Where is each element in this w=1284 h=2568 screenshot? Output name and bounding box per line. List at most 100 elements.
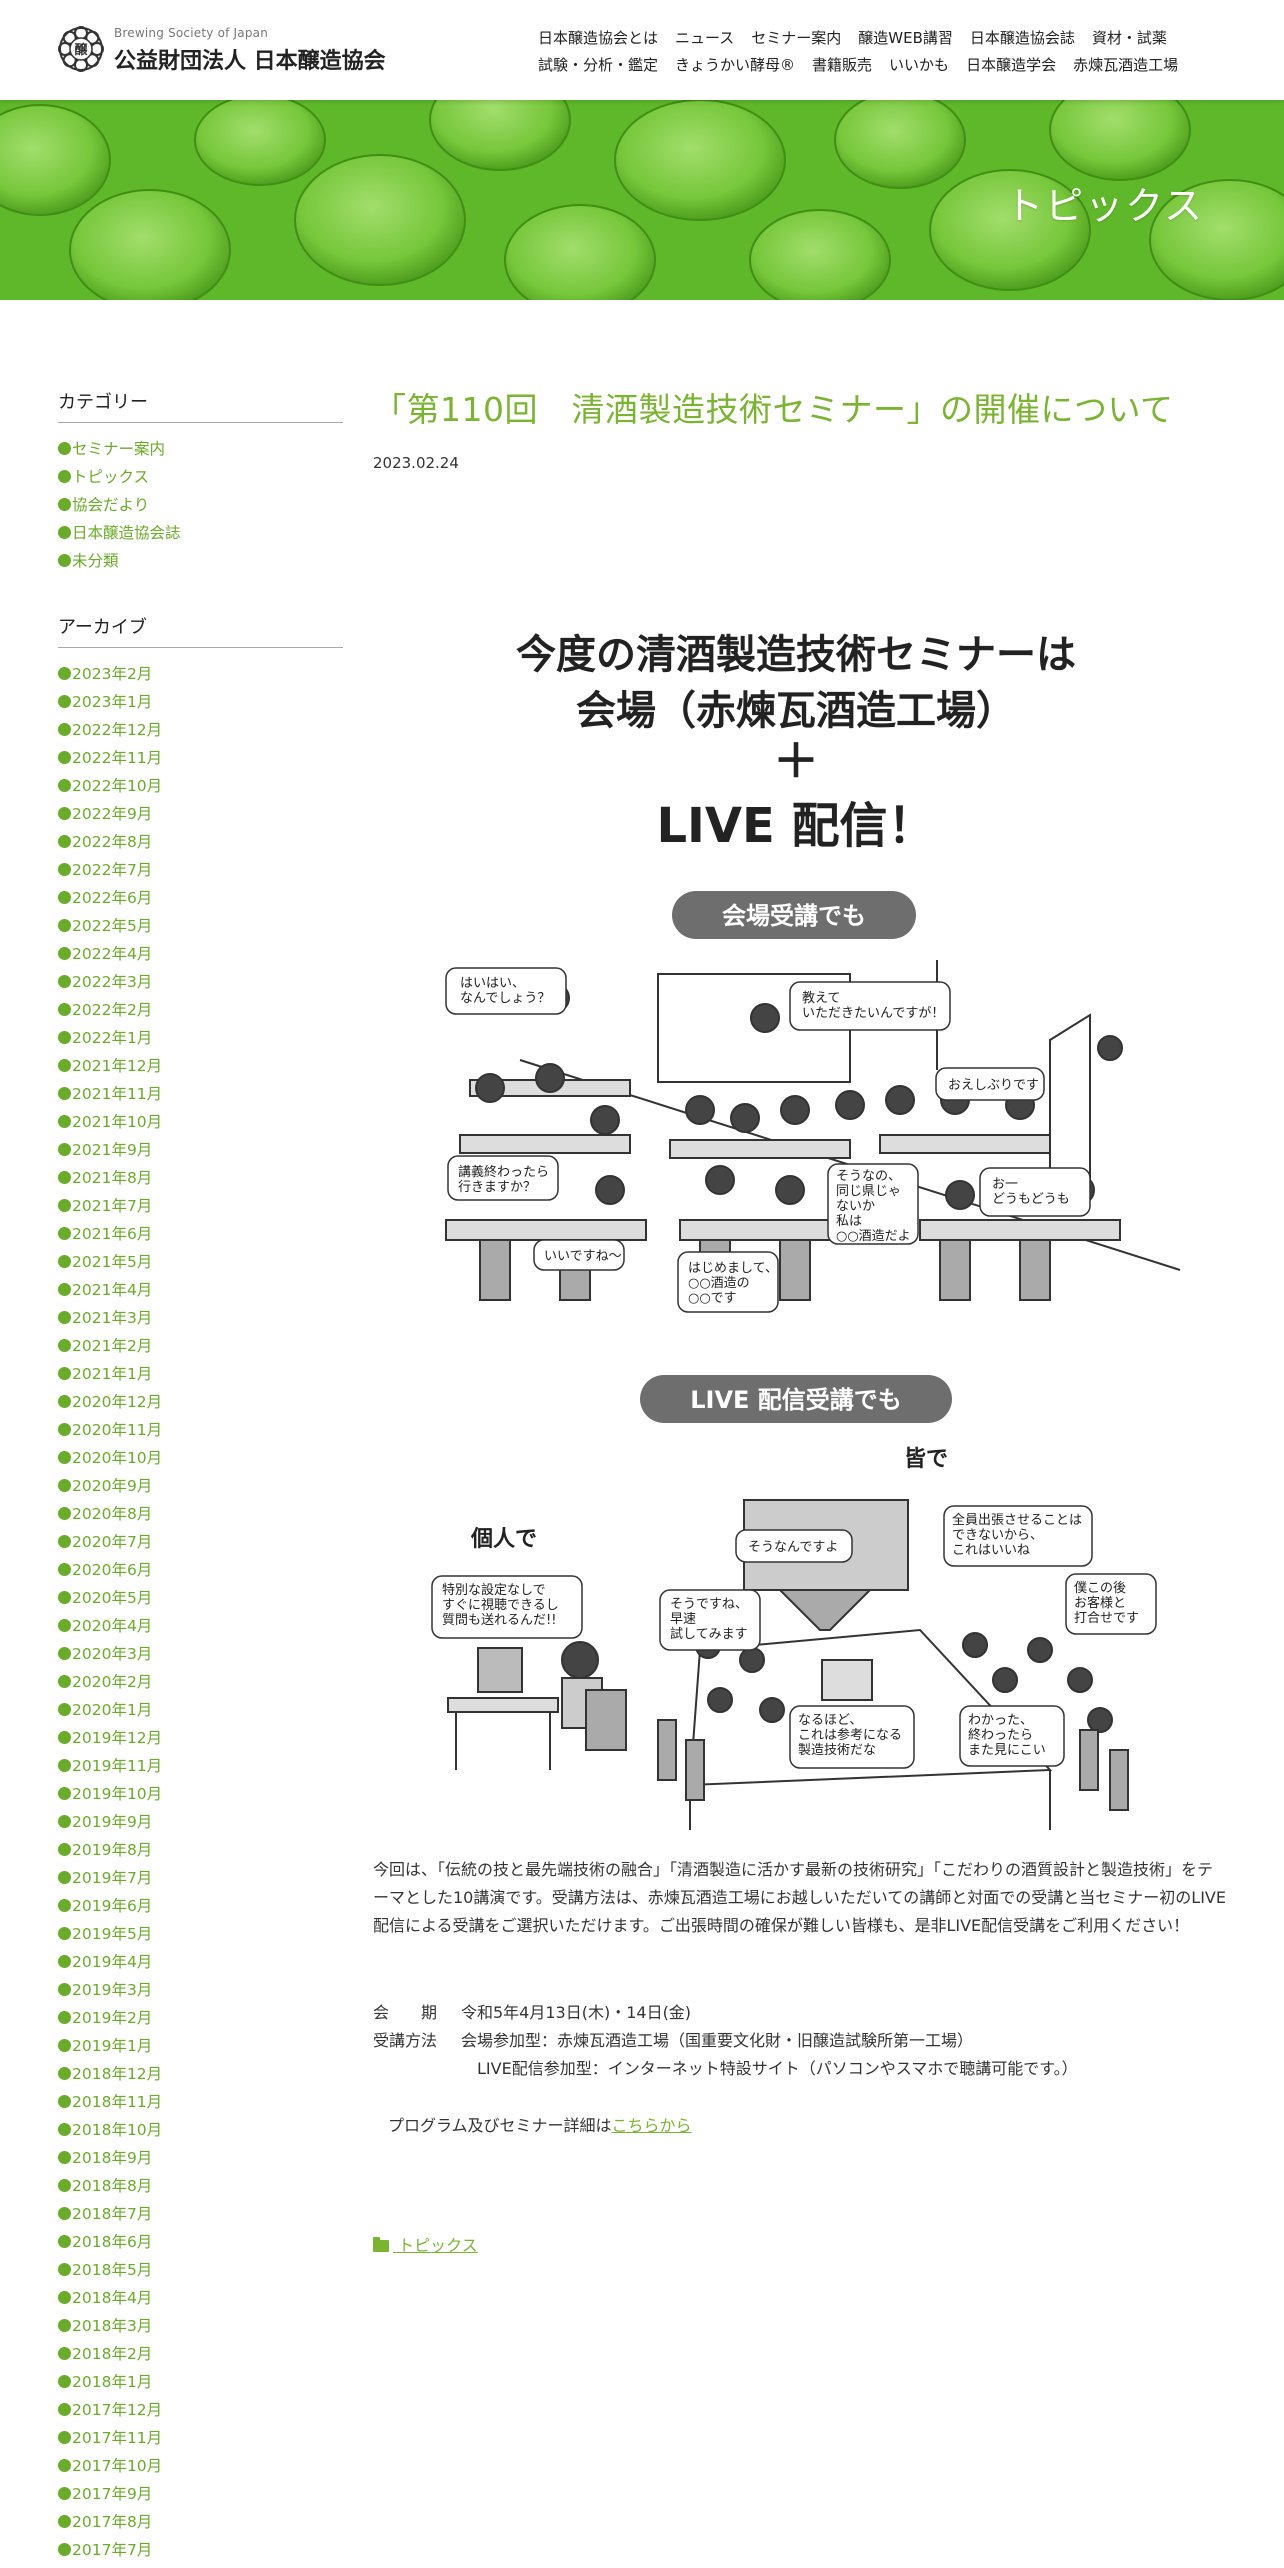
archive-link[interactable]: 2022年10月 — [72, 777, 163, 795]
archive-link[interactable]: 2022年7月 — [72, 861, 153, 879]
archive-item[interactable]: 2018年5月 — [58, 2256, 343, 2284]
archive-link[interactable]: 2019年3月 — [72, 1981, 153, 1999]
archive-item[interactable]: 2023年1月 — [58, 688, 343, 716]
archive-item[interactable]: 2018年3月 — [58, 2312, 343, 2340]
archive-link[interactable]: 2022年3月 — [72, 973, 153, 991]
archive-item[interactable]: 2018年6月 — [58, 2228, 343, 2256]
archive-link[interactable]: 2019年12月 — [72, 1729, 163, 1747]
archive-item[interactable]: 2022年5月 — [58, 912, 343, 940]
archive-link[interactable]: 2017年12月 — [72, 2401, 163, 2419]
archive-link[interactable]: 2019年9月 — [72, 1813, 153, 1831]
site-logo[interactable]: 醸 Brewing Society of Japan 公益財団法人 日本醸造協会 — [56, 24, 436, 80]
archive-item[interactable]: 2018年9月 — [58, 2144, 343, 2172]
archive-link[interactable]: 2021年8月 — [72, 1169, 153, 1187]
category-item[interactable]: 協会だより — [58, 491, 343, 519]
archive-link[interactable]: 2021年5月 — [72, 1253, 153, 1271]
archive-item[interactable]: 2020年6月 — [58, 1556, 343, 1584]
archive-link[interactable]: 2019年1月 — [72, 2037, 153, 2055]
archive-link[interactable]: 2020年9月 — [72, 1477, 153, 1495]
archive-link[interactable]: 2022年11月 — [72, 749, 163, 767]
archive-link[interactable]: 2023年2月 — [72, 665, 153, 683]
archive-link[interactable]: 2018年6月 — [72, 2233, 153, 2251]
archive-link[interactable]: 2020年2月 — [72, 1673, 153, 1691]
archive-item[interactable]: 2019年7月 — [58, 1864, 343, 1892]
archive-item[interactable]: 2022年8月 — [58, 828, 343, 856]
nav-news[interactable]: ニュース — [675, 29, 735, 47]
archive-item[interactable]: 2017年8月 — [58, 2508, 343, 2536]
nav-books[interactable]: 書籍販売 — [812, 56, 873, 74]
nav-web-course[interactable]: 醸造WEB講習 — [858, 29, 953, 47]
archive-link[interactable]: 2021年9月 — [72, 1141, 153, 1159]
archive-item[interactable]: 2022年11月 — [58, 744, 343, 772]
archive-item[interactable]: 2018年8月 — [58, 2172, 343, 2200]
archive-link[interactable]: 2018年10月 — [72, 2121, 163, 2139]
nav-journal[interactable]: 日本醸造協会誌 — [969, 29, 1075, 47]
archive-item[interactable]: 2021年4月 — [58, 1276, 343, 1304]
archive-link[interactable]: 2018年5月 — [72, 2261, 153, 2279]
archive-link[interactable]: 2019年6月 — [72, 1897, 153, 1915]
archive-link[interactable]: 2020年11月 — [72, 1421, 163, 1439]
archive-link[interactable]: 2022年12月 — [72, 721, 163, 739]
archive-item[interactable]: 2020年4月 — [58, 1612, 343, 1640]
archive-link[interactable]: 2020年7月 — [72, 1533, 153, 1551]
nav-about[interactable]: 日本醸造協会とは — [538, 29, 659, 47]
category-item[interactable]: セミナー案内 — [58, 435, 343, 463]
archive-link[interactable]: 2018年12月 — [72, 2065, 163, 2083]
nav-analysis[interactable]: 試験・分析・鑑定 — [538, 56, 659, 74]
archive-link[interactable]: 2018年7月 — [72, 2205, 153, 2223]
program-detail-link[interactable]: こちらから — [611, 2116, 692, 2135]
archive-link[interactable]: 2022年5月 — [72, 917, 153, 935]
archive-item[interactable]: 2017年10月 — [58, 2452, 343, 2480]
archive-link[interactable]: 2021年12月 — [72, 1057, 163, 1075]
archive-item[interactable]: 2019年11月 — [58, 1752, 343, 1780]
archive-item[interactable]: 2017年12月 — [58, 2396, 343, 2424]
archive-item[interactable]: 2021年8月 — [58, 1164, 343, 1192]
archive-item[interactable]: 2018年12月 — [58, 2060, 343, 2088]
archive-item[interactable]: 2022年9月 — [58, 800, 343, 828]
archive-item[interactable]: 2022年12月 — [58, 716, 343, 744]
archive-item[interactable]: 2019年5月 — [58, 1920, 343, 1948]
archive-item[interactable]: 2021年2月 — [58, 1332, 343, 1360]
archive-item[interactable]: 2018年10月 — [58, 2116, 343, 2144]
archive-item[interactable]: 2017年11月 — [58, 2424, 343, 2452]
archive-item[interactable]: 2019年9月 — [58, 1808, 343, 1836]
archive-item[interactable]: 2018年11月 — [58, 2088, 343, 2116]
archive-link[interactable]: 2018年2月 — [72, 2345, 153, 2363]
archive-item[interactable]: 2017年9月 — [58, 2480, 343, 2508]
category-item[interactable]: 未分類 — [58, 547, 343, 575]
nav-yeast[interactable]: きょうかい酵母® — [675, 56, 796, 74]
archive-link[interactable]: 2021年3月 — [72, 1309, 153, 1327]
archive-item[interactable]: 2019年3月 — [58, 1976, 343, 2004]
archive-item[interactable]: 2018年2月 — [58, 2340, 343, 2368]
archive-link[interactable]: 2022年6月 — [72, 889, 153, 907]
archive-link[interactable]: 2018年8月 — [72, 2177, 153, 2195]
nav-iikamo[interactable]: いいかも — [889, 56, 950, 74]
archive-item[interactable]: 2020年11月 — [58, 1416, 343, 1444]
archive-item[interactable]: 2019年10月 — [58, 1780, 343, 1808]
archive-link[interactable]: 2018年9月 — [72, 2149, 153, 2167]
nav-brewery[interactable]: 赤煉瓦酒造工場 — [1073, 56, 1179, 74]
archive-link[interactable]: 2019年10月 — [72, 1785, 163, 1803]
archive-link[interactable]: 2021年10月 — [72, 1113, 163, 1131]
archive-link[interactable]: 2021年4月 — [72, 1281, 153, 1299]
archive-link[interactable]: 2020年3月 — [72, 1645, 153, 1663]
archive-link[interactable]: 2020年5月 — [72, 1589, 153, 1607]
archive-item[interactable]: 2019年12月 — [58, 1724, 343, 1752]
nav-reagents[interactable]: 資材・試薬 — [1091, 29, 1167, 47]
archive-item[interactable]: 2022年7月 — [58, 856, 343, 884]
archive-link[interactable]: 2017年7月 — [72, 2541, 153, 2559]
archive-item[interactable]: 2021年12月 — [58, 1052, 343, 1080]
archive-link[interactable]: 2020年8月 — [72, 1505, 153, 1523]
archive-link[interactable]: 2021年6月 — [72, 1225, 153, 1243]
archive-item[interactable]: 2022年2月 — [58, 996, 343, 1024]
archive-link[interactable]: 2022年9月 — [72, 805, 153, 823]
nav-seminar[interactable]: セミナー案内 — [751, 29, 842, 47]
archive-item[interactable]: 2022年4月 — [58, 940, 343, 968]
archive-link[interactable]: 2022年4月 — [72, 945, 153, 963]
archive-item[interactable]: 2020年9月 — [58, 1472, 343, 1500]
archive-item[interactable]: 2018年1月 — [58, 2368, 343, 2396]
archive-link[interactable]: 2020年4月 — [72, 1617, 153, 1635]
archive-item[interactable]: 2020年5月 — [58, 1584, 343, 1612]
archive-item[interactable]: 2020年1月 — [58, 1696, 343, 1724]
archive-item[interactable]: 2021年7月 — [58, 1192, 343, 1220]
